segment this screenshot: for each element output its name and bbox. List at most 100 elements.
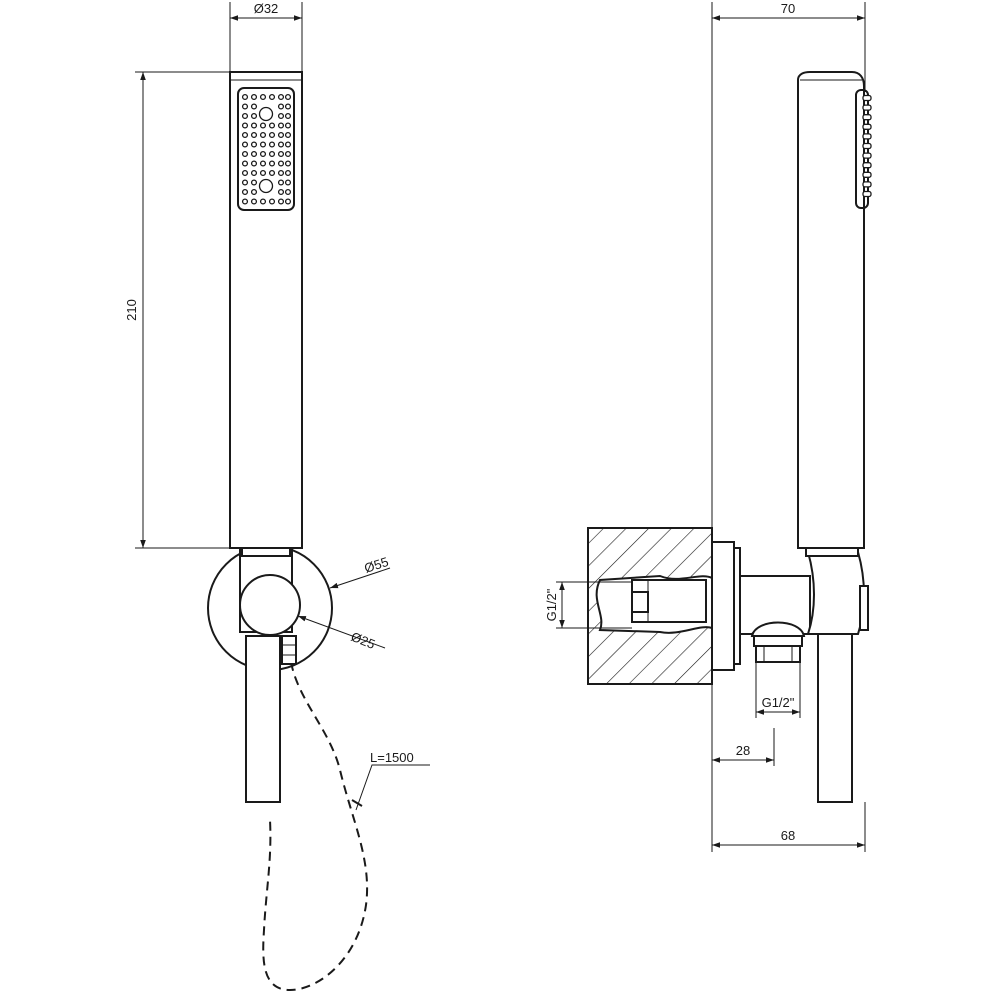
dimension-height-label: 210 bbox=[124, 299, 139, 321]
spray-nozzle bbox=[250, 103, 258, 110]
spray-nozzle bbox=[284, 150, 292, 158]
spray-nozzle bbox=[250, 112, 258, 120]
side-spray-nozzle bbox=[862, 114, 872, 121]
dimension-outlet-offset-label: 28 bbox=[736, 743, 750, 758]
spray-nozzle bbox=[277, 131, 285, 139]
side-spray-nozzle bbox=[862, 142, 872, 150]
spray-nozzle bbox=[268, 131, 276, 139]
spray-nozzle bbox=[284, 169, 292, 177]
spray-nozzle bbox=[284, 179, 292, 186]
spray-nozzle bbox=[284, 103, 292, 110]
spray-face-marker-bottom bbox=[258, 178, 274, 194]
spray-nozzle bbox=[284, 198, 292, 205]
spray-nozzle bbox=[250, 122, 258, 129]
handle-neck bbox=[241, 547, 291, 557]
spray-nozzle bbox=[241, 93, 249, 101]
spray-nozzle bbox=[259, 93, 267, 101]
spray-face-marker-top bbox=[258, 106, 274, 122]
spray-nozzle bbox=[277, 103, 285, 110]
spray-nozzle bbox=[277, 93, 285, 101]
spray-nozzle bbox=[284, 93, 292, 101]
dimension-hose-length-label: L=1500 bbox=[370, 750, 414, 765]
dimension-height: 210 bbox=[124, 71, 230, 549]
side-holder-arm bbox=[817, 629, 853, 803]
side-spray-nozzle bbox=[862, 171, 872, 178]
spray-nozzle bbox=[268, 150, 276, 158]
spray-nozzle bbox=[277, 188, 285, 196]
dimension-bracket-diameter-label: Ø55 bbox=[362, 554, 390, 576]
dimension-wall-thread-label: G1/2" bbox=[544, 588, 559, 621]
spray-nozzle bbox=[277, 198, 285, 205]
spray-nozzle bbox=[268, 198, 276, 205]
side-spray-nozzle bbox=[862, 152, 872, 159]
spray-nozzle bbox=[259, 198, 267, 205]
spray-nozzle bbox=[250, 188, 258, 196]
spray-nozzle bbox=[268, 122, 276, 129]
dimension-outlet-thread-label: G1/2" bbox=[762, 695, 795, 710]
spray-nozzle bbox=[259, 150, 267, 158]
dimension-width: Ø32 bbox=[229, 1, 303, 72]
spray-nozzle bbox=[241, 150, 249, 158]
spray-nozzle bbox=[284, 131, 292, 139]
spray-nozzle bbox=[277, 112, 285, 120]
spray-nozzle bbox=[250, 179, 258, 186]
spray-nozzle bbox=[250, 198, 258, 205]
spray-nozzle bbox=[277, 169, 285, 177]
spray-nozzle bbox=[268, 160, 276, 167]
dimension-bracket-diameter: Ø55 bbox=[329, 554, 390, 589]
pivot-circle bbox=[239, 574, 301, 636]
side-spray-nozzle bbox=[862, 190, 872, 198]
spray-nozzle bbox=[241, 122, 249, 129]
outlet-connector bbox=[750, 621, 806, 663]
spray-nozzle bbox=[241, 160, 249, 167]
spray-nozzle bbox=[241, 131, 249, 139]
spray-nozzle bbox=[277, 179, 285, 186]
dimension-total-depth-label: 70 bbox=[781, 1, 795, 16]
spray-nozzle bbox=[284, 160, 292, 167]
spray-nozzle bbox=[250, 150, 258, 158]
holder-arm bbox=[245, 635, 281, 803]
side-handle-body bbox=[797, 71, 865, 549]
side-spray-nozzle bbox=[862, 133, 872, 140]
wall-section bbox=[587, 527, 713, 685]
side-spray-nozzle bbox=[862, 123, 872, 130]
spray-nozzle bbox=[284, 112, 292, 120]
front-view: Ø32 210 bbox=[124, 1, 430, 992]
hose-connector bbox=[281, 635, 297, 665]
dimension-bottom-depth: 68 bbox=[711, 670, 866, 852]
handle-body bbox=[229, 71, 303, 549]
spray-nozzle bbox=[284, 188, 292, 196]
spray-nozzle bbox=[268, 93, 276, 101]
dimension-pivot-diameter: Ø25 bbox=[297, 615, 386, 652]
side-spray-nozzles bbox=[862, 94, 872, 198]
spray-nozzle bbox=[250, 141, 258, 148]
dimension-outlet-thread: G1/2" bbox=[755, 662, 801, 718]
spray-nozzle bbox=[268, 141, 276, 148]
dimension-pivot-diameter-label: Ø25 bbox=[349, 629, 377, 652]
spray-nozzle bbox=[277, 160, 285, 167]
spray-nozzle bbox=[284, 122, 292, 129]
dimension-hose-length: L=1500 bbox=[351, 750, 430, 811]
side-spray-nozzle bbox=[862, 162, 872, 169]
side-view: 70 G1/2" bbox=[544, 1, 872, 852]
dimension-outlet-offset: 28 bbox=[712, 728, 775, 766]
spray-nozzle bbox=[241, 141, 249, 148]
dimension-bottom-depth-label: 68 bbox=[781, 828, 795, 843]
spray-nozzle bbox=[259, 169, 267, 177]
dimension-wall-thread: G1/2" bbox=[544, 581, 632, 629]
dimension-total-depth: 70 bbox=[711, 1, 866, 540]
holder-collar bbox=[806, 551, 865, 635]
spray-nozzle bbox=[241, 169, 249, 177]
spray-nozzle bbox=[277, 150, 285, 158]
spray-nozzle bbox=[284, 141, 292, 148]
dimension-width-label: Ø32 bbox=[254, 1, 279, 16]
spray-nozzle bbox=[259, 131, 267, 139]
spray-face bbox=[237, 87, 295, 211]
spray-nozzle bbox=[250, 93, 258, 101]
spray-nozzle bbox=[241, 188, 249, 196]
spray-nozzle bbox=[259, 122, 267, 129]
side-spray-nozzle bbox=[862, 181, 872, 188]
wall-flange bbox=[711, 541, 735, 671]
spray-nozzle bbox=[277, 122, 285, 129]
